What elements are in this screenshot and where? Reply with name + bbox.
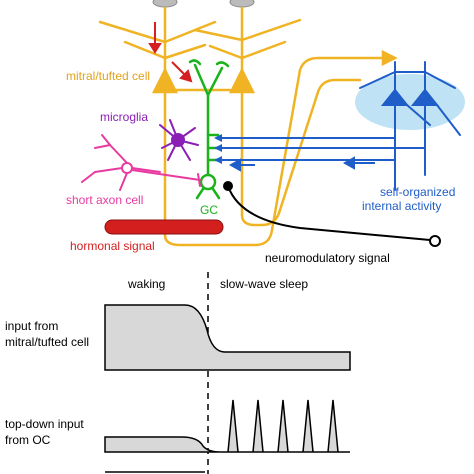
neuromodulatory-pathway (223, 181, 441, 247)
microglia-label: microglia (100, 110, 148, 124)
hormonal-signal-bar (104, 219, 224, 235)
red-arrows (148, 22, 193, 83)
granule-cell (188, 59, 230, 200)
short-axon-label: short axon cell (66, 193, 143, 207)
trace-top-down-input (104, 399, 350, 453)
hormonal-label: hormonal signal (70, 239, 155, 253)
trace2-label-line2: from OC (5, 433, 51, 447)
trace1-label-line2: mitral/tufted cell (5, 335, 89, 349)
trace-mitral-input (104, 304, 351, 371)
glomerulus-left (152, 0, 178, 8)
trace1-label-line1: input from (5, 319, 58, 333)
short-axon-cell (81, 134, 201, 191)
trace2-label-line1: top-down input (5, 417, 84, 431)
circuit-diagram: mitral/tufted cell microglia short axon … (66, 0, 465, 265)
internal-activity-label: internal activity (362, 199, 441, 213)
mitral-tufted-label: mitral/tufted cell (66, 69, 150, 83)
glomerulus-right (229, 0, 255, 8)
gc-label: GC (200, 203, 218, 217)
mitral-tufted-cells (98, 6, 398, 247)
slow-wave-sleep-label: slow-wave sleep (220, 277, 308, 291)
blue-arrows (228, 156, 375, 172)
activity-traces: waking slow-wave sleep input from mitral… (5, 272, 351, 474)
neuromodulatory-label: neuromodulatory signal (265, 251, 390, 265)
self-organized-label: self-organized (380, 185, 455, 199)
olfactory-cortex (214, 61, 465, 191)
waking-label: waking (127, 277, 165, 291)
microglia (159, 119, 199, 161)
cortex-halo (355, 74, 465, 130)
